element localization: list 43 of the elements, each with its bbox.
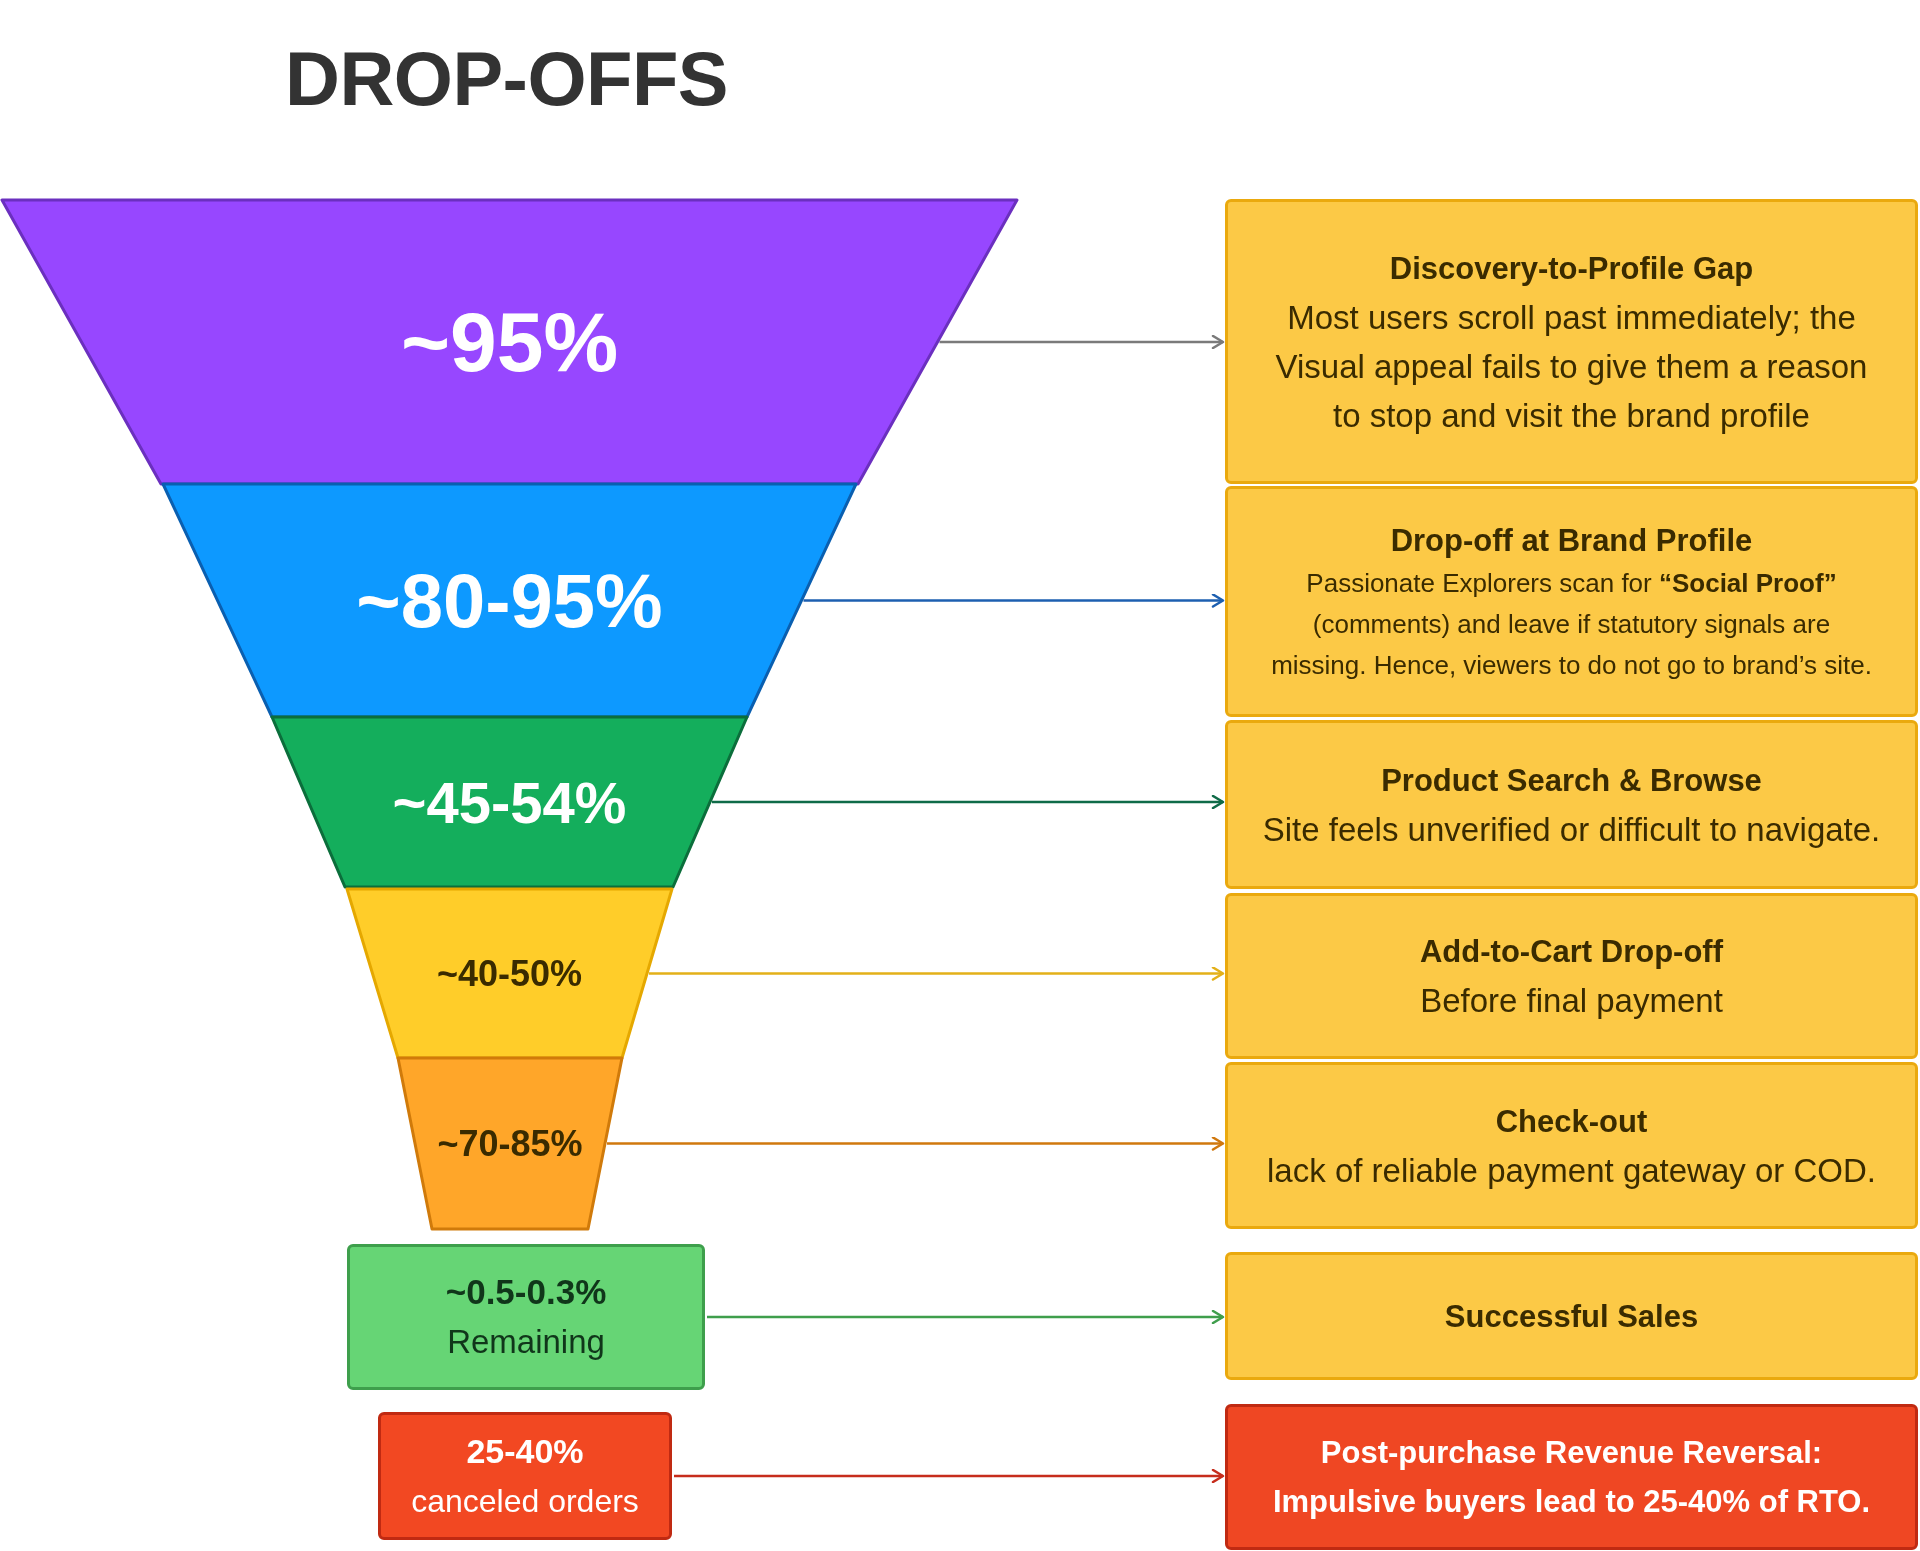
percentage-label: ~40-50% — [436, 953, 583, 994]
stage-heading: Check-out — [1495, 1102, 1648, 1141]
arrow — [712, 794, 1225, 810]
stage-card — [1225, 893, 1918, 1059]
funnel-segment — [347, 889, 672, 1058]
diagram-title: DROP-OFFS — [285, 41, 729, 117]
percentage-label: ~70-85% — [437, 1123, 583, 1164]
arrow — [707, 1309, 1225, 1325]
percentage-label: ~45-54% — [392, 768, 627, 836]
reversal-card — [1225, 1404, 1918, 1550]
stage-card — [1225, 486, 1918, 717]
stage-description: lack of reliable payment gateway or COD. — [1267, 1150, 1876, 1191]
box-caption: canceled orders — [411, 1482, 639, 1521]
stage-description: Site feels unverified or difficult to navigate. — [1262, 809, 1881, 850]
box-caption: Remaining — [447, 1322, 605, 1362]
funnel-segment — [163, 484, 856, 717]
arrow — [607, 1136, 1225, 1151]
arrow — [939, 334, 1225, 350]
arrow — [674, 1468, 1225, 1484]
percentage-label: 25-40% — [466, 1431, 584, 1472]
stage-description: Post-purchase Revenue Reversal: Impulsive buyers lead to 25-40% of RTO. — [1271, 1434, 1872, 1521]
stage-heading: Discovery-to-Profile Gap — [1389, 249, 1754, 288]
canceled-orders-box — [378, 1412, 672, 1540]
stage-card — [1225, 1062, 1918, 1229]
stage-description: Before final payment — [1420, 981, 1723, 1021]
stage-card — [1225, 720, 1918, 889]
percentage-label: ~80-95% — [356, 557, 663, 644]
arrow — [649, 966, 1225, 981]
stage-heading: Product Search & Browse — [1381, 761, 1762, 800]
funnel-segment — [2, 200, 1017, 484]
stage-heading: Drop-off at Brand Profile — [1390, 521, 1753, 560]
arrow — [803, 593, 1225, 608]
stage-card — [1225, 1252, 1918, 1380]
stage-card — [1225, 199, 1918, 484]
remaining-box — [347, 1244, 705, 1390]
percentage-label: ~95% — [400, 293, 619, 391]
percentage-label: ~0.5-0.3% — [445, 1271, 607, 1313]
stage-heading: Successful Sales — [1444, 1297, 1699, 1336]
stage-heading: Add-to-Cart Drop-off — [1420, 933, 1723, 971]
stage-description: Most users scroll past immediately; the Visual appeal fails to give them a reason to stop and visit the brand profile — [1274, 297, 1869, 436]
funnel-segment — [272, 717, 747, 887]
stage-description: Passionate Explorers scan for “Social Proof” (comments) and leave if statutory signals are missing. Hence, viewers to do not go to brand’s site. — [1270, 566, 1873, 682]
funnel-segment — [398, 1058, 622, 1229]
